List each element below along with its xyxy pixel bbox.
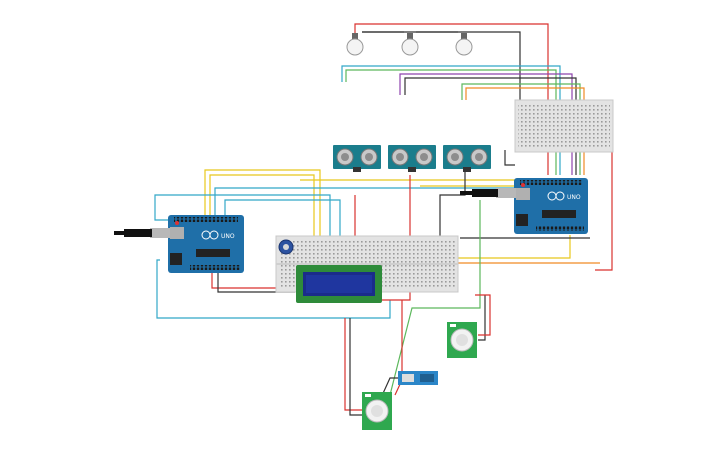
- lcd-16x2-icon[interactable]: [296, 265, 382, 303]
- wire-pir-green[interactable]: [389, 200, 481, 396]
- wire-pir-red[interactable]: [344, 318, 362, 411]
- wire-cyan-1[interactable]: [154, 194, 331, 240]
- wire-pir2-black[interactable]: [478, 295, 486, 341]
- ultrasonic-sensors: [333, 145, 491, 172]
- wire-yellow-3[interactable]: [300, 179, 546, 185]
- wire-black-bb[interactable]: [439, 170, 466, 238]
- arduino-label: UNO: [567, 194, 581, 201]
- wire-pir2-red2[interactable]: [475, 294, 491, 336]
- wire-yellow-right[interactable]: [440, 235, 571, 259]
- wire-bulb-black[interactable]: [362, 31, 521, 100]
- wire-red-right[interactable]: [595, 149, 613, 271]
- light-bulb-icon[interactable]: [401, 33, 419, 56]
- potentiometer-icon[interactable]: [278, 239, 294, 255]
- wire-cyan-2[interactable]: [156, 259, 391, 319]
- ultrasonic-sensor-icon[interactable]: [333, 145, 381, 172]
- wire-black-lcd[interactable]: [217, 270, 295, 293]
- usb-cable-icon[interactable]: [114, 228, 170, 238]
- relay-module-icon[interactable]: [398, 371, 438, 385]
- light-bulb-icon[interactable]: [346, 33, 364, 56]
- wire-yellow-2[interactable]: [209, 174, 315, 240]
- wire-black-right[interactable]: [504, 150, 515, 166]
- pir-sensor-icon[interactable]: [447, 322, 477, 358]
- ultrasonic-sensor-icon[interactable]: [443, 145, 491, 172]
- bulbs: [346, 31, 473, 56]
- arduino-uno-left[interactable]: UNO: [168, 215, 244, 273]
- pir-sensor-icon[interactable]: [362, 392, 392, 430]
- breadboard-top-right[interactable]: [514, 99, 614, 153]
- ultrasonic-sensor-icon[interactable]: [388, 145, 436, 172]
- arduino-uno-right[interactable]: UNO: [514, 178, 588, 234]
- usb-cable-icon[interactable]: [460, 188, 516, 198]
- wire-cyan-4[interactable]: [224, 199, 341, 240]
- wires: [154, 23, 613, 416]
- arduino-label: UNO: [221, 233, 235, 240]
- light-bulb-icon[interactable]: [455, 33, 473, 56]
- wire-pir-black[interactable]: [349, 318, 362, 416]
